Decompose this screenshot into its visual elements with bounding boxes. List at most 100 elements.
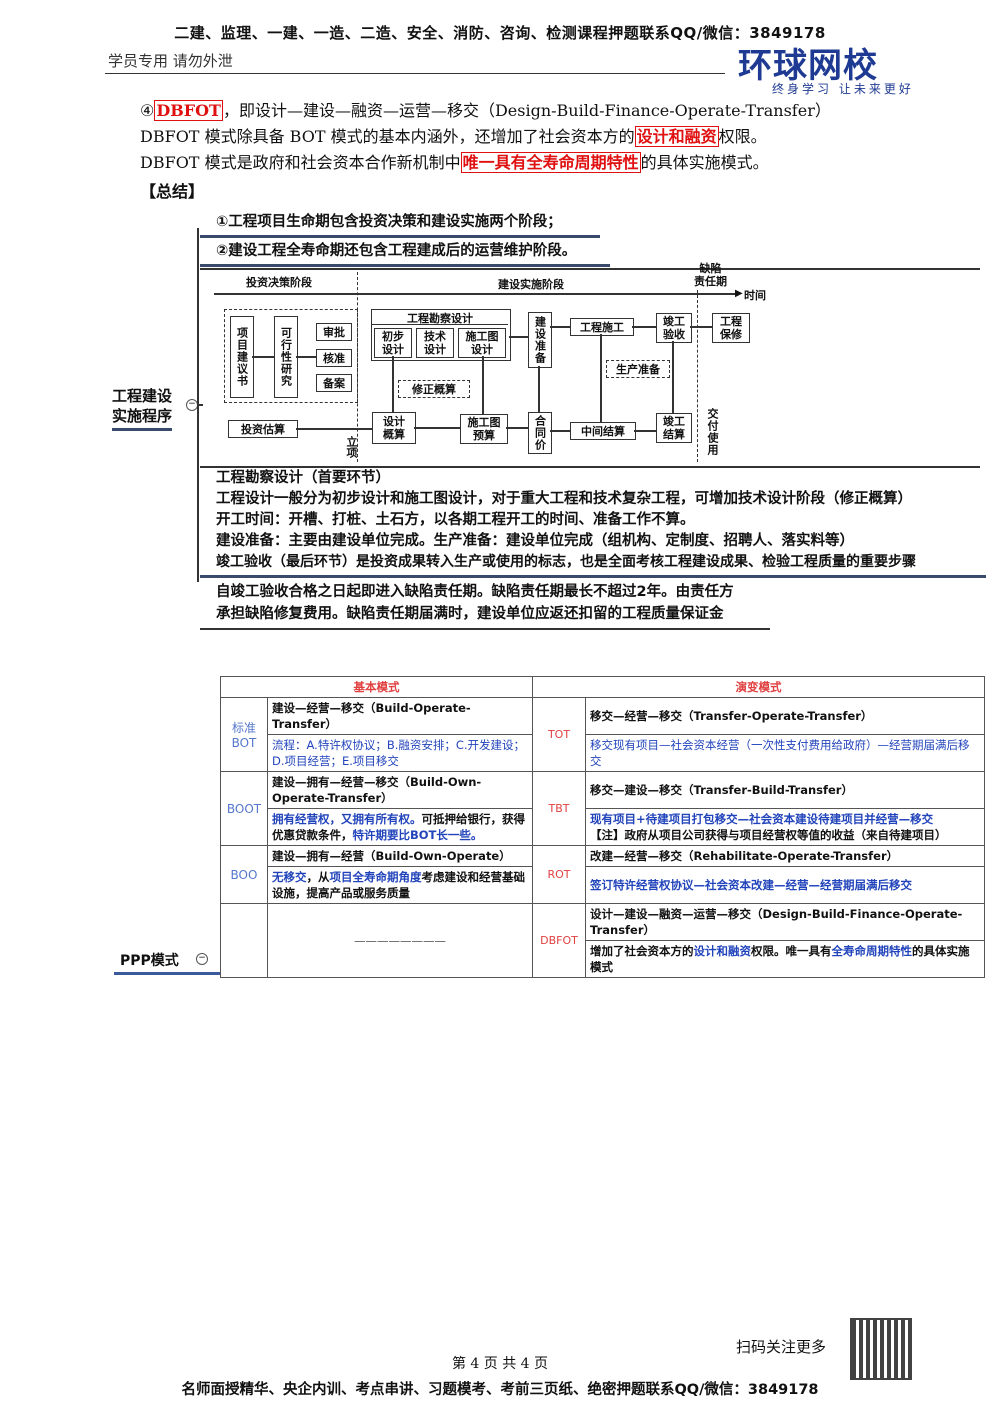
notes-underline bbox=[200, 575, 986, 578]
mode-empty bbox=[220, 903, 268, 978]
box-build-prep: 建设准备 bbox=[528, 312, 552, 368]
text-fragment: 特许期要比BOT长一些。 bbox=[352, 828, 483, 842]
box-approve: 核准 bbox=[316, 349, 352, 367]
mode-boo: BOO bbox=[220, 845, 268, 904]
table-row: 增加了社会资本方的设计和融资权限。唯一具有全寿命周期特性的具体实施模式 bbox=[221, 940, 985, 978]
defect-note-2: 承担缺陷修复费用。缺陷责任期届满时，建设单位应返还扣留的工程质量保证金 bbox=[216, 606, 724, 622]
flow-arrow bbox=[482, 356, 484, 414]
table-row: ———————— DBFOT 设计—建设—融资—运营—移交（Design-Bui… bbox=[220, 903, 985, 978]
mindmap-root: 工程建设 实施程序 bbox=[112, 386, 173, 431]
box-draw-design: 施工图 设计 bbox=[458, 328, 506, 358]
box-tech-design: 技术 设计 bbox=[416, 328, 454, 358]
header-divider bbox=[105, 73, 725, 74]
box-interim-settle: 中间结算 bbox=[570, 422, 636, 440]
note-prep: 建设准备：主要由建设单位完成。生产准备：建设单位完成（组机构、定制度、招聘人、落… bbox=[216, 533, 854, 549]
box-record: 备案 bbox=[316, 374, 352, 392]
box-prelim-design: 初步 设计 bbox=[374, 328, 412, 358]
note-completion: 竣工验收（最后环节）是投资成果转入生产或使用的标志，也是全面考核工程建设成果、检… bbox=[216, 554, 916, 570]
brand-slogan: 终身学习 让未来更好 bbox=[772, 82, 914, 96]
dbfot-title: 设计—建设—融资—运营—移交（Design-Build-Finance-Oper… bbox=[585, 903, 985, 941]
boo-detail: 无移交，从项目全寿命期角度考虑建设和经营基础设施，提高产品或服务质量 bbox=[267, 866, 533, 904]
flow-diagram bbox=[200, 268, 980, 468]
flow-arrow bbox=[538, 366, 540, 412]
flow-arrow bbox=[296, 356, 316, 358]
page-number: 第 4 页 共 4 页 bbox=[451, 1356, 549, 1372]
text-fragment: 增加了社会资本方的 bbox=[590, 944, 694, 958]
note-survey: 工程勘察设计（首要环节） bbox=[216, 470, 390, 486]
stage-defect: 缺陷 责任期 bbox=[694, 262, 727, 288]
box-draw-budget: 施工图 预算 bbox=[460, 414, 508, 444]
item-number: ④ bbox=[140, 101, 155, 120]
flow-arrow bbox=[634, 430, 656, 432]
header-banner: 二建、监理、一建、一造、二造、安全、消防、咨询、检测课程押题联系QQ/微信：38… bbox=[174, 24, 826, 42]
flow-arrow bbox=[392, 356, 394, 412]
dbfot-detail: 增加了社会资本方的设计和融资权限。唯一具有全寿命周期特性的具体实施模式 bbox=[585, 940, 985, 978]
mode-rot: ROT bbox=[532, 845, 586, 904]
mode-tbt: TBT bbox=[532, 771, 586, 846]
note-start-time: 开工时间：开槽、打桩、土石方，以各期工程开工的时间、准备工作不算。 bbox=[216, 512, 695, 528]
mode-bot: 标准 BOT bbox=[220, 697, 268, 772]
dbfot-highlight: DBFOT bbox=[154, 100, 223, 121]
text-fragment: 设计和融资 bbox=[693, 944, 752, 958]
box-design-budget: 设计 概算 bbox=[372, 412, 416, 444]
lixiang-label: 立项 bbox=[345, 436, 358, 458]
ppp-label: PPP模式 bbox=[120, 953, 179, 969]
text-fragment: ，从 bbox=[306, 870, 330, 884]
text-fragment: 考虑建设和经营基础设施，提高产品或服务质量 bbox=[272, 870, 525, 900]
scan-prompt: 扫码关注更多 bbox=[736, 1338, 827, 1356]
qr-code-icon[interactable] bbox=[850, 1318, 912, 1380]
flow-arrow bbox=[296, 428, 372, 430]
box-completion-accept: 竣工 验收 bbox=[656, 313, 692, 343]
collapse-icon[interactable]: − bbox=[196, 953, 208, 965]
flow-arrow bbox=[414, 427, 460, 429]
table-row: 拥有经营权，又拥有所有权。可抵押给银行，获得优惠贷款条件，特许期要比BOT长一些… bbox=[221, 808, 985, 846]
text-fragment: 的具体实施模式 bbox=[590, 944, 970, 974]
mode-tot: TOT bbox=[532, 697, 586, 772]
delivery-label: 交付使用 bbox=[706, 408, 719, 456]
text-fragment: 现有项目+待建项目打包移交—社会资本建设待建项目并经营—移交 bbox=[590, 812, 934, 826]
mode-boot: BOOT bbox=[220, 771, 268, 846]
box-revised-estimate: 修正概算 bbox=[398, 380, 470, 398]
flow-arrow bbox=[600, 334, 602, 422]
box-proposal: 项目建议书 bbox=[230, 316, 254, 398]
confidential-note: 学员专用 请勿外泄 bbox=[108, 52, 233, 70]
table-header-row: 基本模式 演变模式 bbox=[220, 676, 985, 698]
branch-1: ①工程项目生命期包含投资决策和建设实施两个阶段； bbox=[216, 214, 562, 230]
invest-group-box bbox=[224, 309, 358, 403]
branch-underline bbox=[200, 264, 610, 267]
mode-dbfot: DBFOT bbox=[532, 903, 586, 978]
box-maintenance: 工程 保修 bbox=[712, 313, 750, 343]
tbt-detail: 现有项目+待建项目打包移交—社会资本建设待建项目并经营—移交【注】政府从项目公司… bbox=[585, 808, 985, 846]
dbfot-line-2: DBFOT 模式除具备 BOT 模式的基本内涵外，还增加了社会资本方的设计和融资… bbox=[140, 124, 767, 150]
ppp-underline bbox=[114, 972, 220, 975]
flow-arrow bbox=[252, 356, 274, 358]
text-fragment: 可抵押给银行，获得优惠贷款条件， bbox=[272, 812, 525, 842]
footer-banner: 名师面授精华、央企内训、考点串讲、习题模考、考前三页纸、绝密押题联系QQ/微信：… bbox=[181, 1382, 819, 1398]
defect-underline bbox=[200, 628, 770, 630]
stage-invest: 投资决策阶段 bbox=[246, 276, 312, 289]
branch-connector bbox=[197, 404, 203, 406]
boot-title: 建设—拥有—经营—移交（Build-Own-Operate-Transfer） bbox=[267, 771, 533, 809]
box-survey-design: 工程勘察设计 bbox=[372, 310, 508, 325]
text-fragment: 全寿命周期特性 bbox=[831, 944, 913, 958]
text-fragment: 项目全寿命期角度 bbox=[329, 870, 422, 884]
table-row: 无移交，从项目全寿命期角度考虑建设和经营基础设施，提高产品或服务质量 签订特许经… bbox=[221, 866, 985, 904]
design-finance-highlight: 设计和融资 bbox=[634, 126, 719, 147]
branch-2: ②建设工程全寿命期还包含工程建成后的运营维护阶段。 bbox=[216, 243, 577, 259]
empty-basic: ———————— bbox=[267, 903, 533, 978]
ppp-table: 基本模式 演变模式 标准 BOT 建设—经营—移交（Build-Operate-… bbox=[220, 676, 985, 978]
table-row: 标准 BOT 建设—经营—移交（Build-Operate-Transfer） … bbox=[220, 697, 985, 772]
col-evolved-mode: 演变模式 bbox=[532, 676, 985, 698]
tot-detail: 移交现有项目—社会资本经营（一次性支付费用给政府）—经营期届满后移交 bbox=[585, 734, 985, 772]
box-construction: 工程施工 bbox=[570, 318, 634, 336]
survey-design-group bbox=[371, 309, 511, 361]
lifecycle-highlight: 唯一具有全寿命周期特性 bbox=[460, 152, 641, 173]
arrow-head-icon: ▶ bbox=[735, 288, 743, 299]
tbt-title: 移交—建设—移交（Transfer-Build-Transfer） bbox=[585, 771, 985, 809]
text-fragment: 无移交 bbox=[272, 870, 307, 884]
boo-title: 建设—拥有—经营（Build-Own-Operate） bbox=[267, 845, 533, 867]
bot-title: 建设—经营—移交（Build-Operate-Transfer） bbox=[267, 697, 533, 735]
stage-build: 建设实施阶段 bbox=[498, 278, 564, 291]
box-contract-price: 合同价 bbox=[528, 412, 552, 454]
